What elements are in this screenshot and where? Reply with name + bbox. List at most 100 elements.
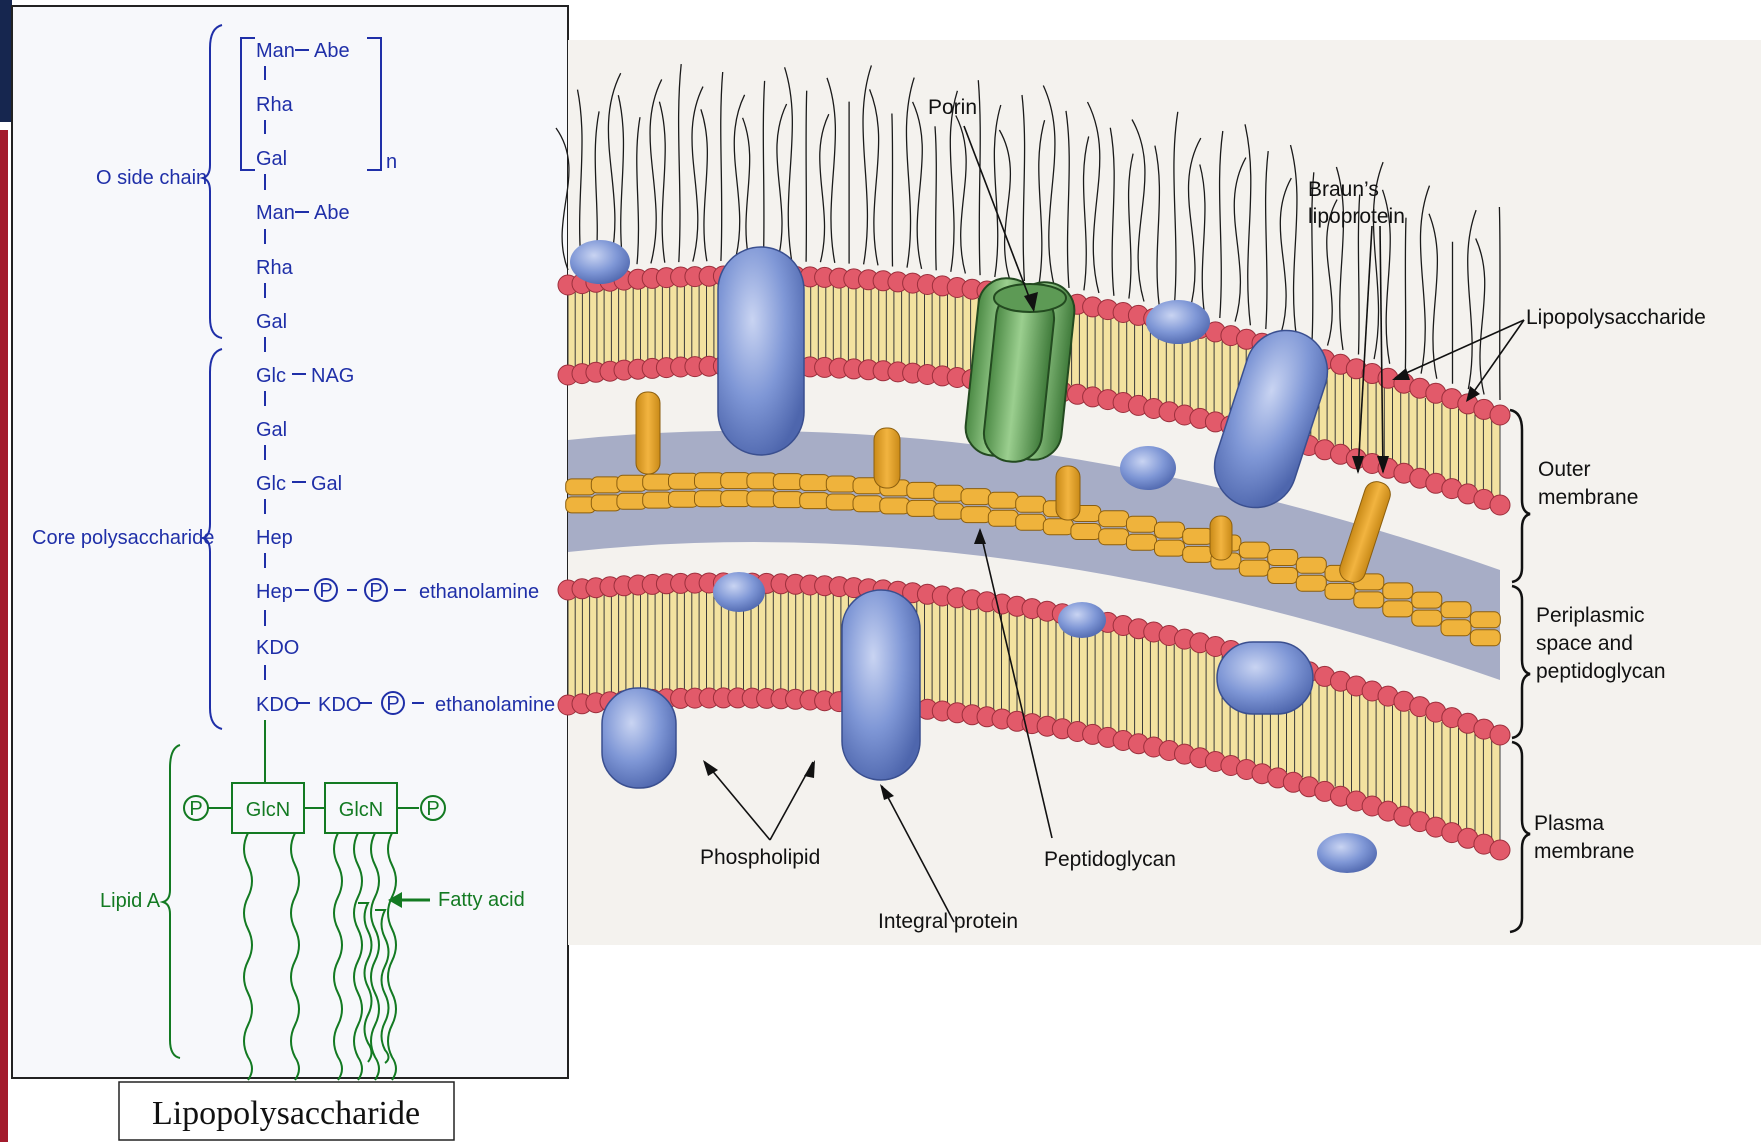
phospholipid-head <box>1490 495 1510 515</box>
label-brauns-line2: lipoprotein <box>1308 205 1405 228</box>
peptidoglycan-unit <box>1412 610 1442 626</box>
label-porin: Porin <box>928 96 977 119</box>
label-plasma-line1: Plasma <box>1534 812 1604 835</box>
peptidoglycan-unit <box>1127 534 1157 550</box>
label-peptidoglycan: Peptidoglycan <box>1044 848 1176 871</box>
peptidoglycan-unit <box>773 492 803 508</box>
core-polysaccharide-label: Core polysaccharide <box>32 527 214 549</box>
label-plasma-line2: membrane <box>1534 840 1634 863</box>
peptidoglycan-unit <box>853 496 883 512</box>
peripheral-protein-4 <box>713 572 765 612</box>
peptidoglycan-unit <box>961 507 991 523</box>
peptidoglycan-unit <box>1383 583 1413 599</box>
peptidoglycan-unit <box>1470 612 1500 628</box>
porin-protein <box>963 275 1077 464</box>
banner-navy-strip <box>0 0 12 122</box>
peptidoglycan-unit <box>721 491 751 507</box>
peptidoglycan-unit <box>826 494 856 510</box>
peptidoglycan-unit <box>907 482 937 498</box>
lps-caption: Lipopolysaccharide <box>152 1095 420 1132</box>
residue-man-1: Man <box>256 40 295 62</box>
o-antigen-strand <box>892 114 893 267</box>
peptidoglycan-unit <box>1127 516 1157 532</box>
peptidoglycan-unit <box>934 485 964 501</box>
peripheral-protein-2 <box>1146 300 1210 344</box>
label-outer-line2: membrane <box>1538 486 1638 509</box>
residue-kdo-2: KDO <box>256 694 299 716</box>
peptidoglycan-unit <box>988 510 1018 526</box>
svg-text:P: P <box>426 798 439 820</box>
label-periplasmic-line1: Periplasmic <box>1536 604 1645 627</box>
phospholipid-head <box>1490 405 1510 425</box>
label-outer-line1: Outer <box>1538 458 1591 481</box>
repeat-subscript: n <box>386 151 397 173</box>
lipid-a-label: Lipid A <box>100 890 161 912</box>
peptidoglycan-unit <box>961 489 991 505</box>
periplasmic-binding-protein <box>1217 642 1313 714</box>
peptidoglycan-unit <box>1239 560 1269 576</box>
peptidoglycan-unit <box>695 473 725 489</box>
peripheral-protein-5 <box>1058 602 1106 638</box>
peptidoglycan-unit <box>721 473 751 489</box>
peptidoglycan-unit <box>1099 529 1129 545</box>
residue-man-2: Man <box>256 202 295 224</box>
residue-gal-3: Gal <box>256 419 287 441</box>
brauns-lipoprotein-1 <box>636 392 660 474</box>
peptidoglycan-unit <box>1099 511 1129 527</box>
residue-rha-2: Rha <box>256 257 294 279</box>
fatty-acid-label: Fatty acid <box>438 889 525 911</box>
residue-hep-2: Hep <box>256 581 293 603</box>
peptidoglycan-unit <box>800 475 830 491</box>
peptidoglycan-unit <box>934 503 964 519</box>
o-antigen-strand <box>1499 207 1500 400</box>
peptidoglycan-unit <box>1239 542 1269 558</box>
residue-gal-2: Gal <box>256 311 287 333</box>
peptidoglycan-unit <box>1470 630 1500 646</box>
residue-abe-2: Abe <box>314 202 350 224</box>
peptidoglycan-unit <box>1155 522 1185 538</box>
peptidoglycan-unit <box>1441 620 1471 636</box>
residue-glc-1: Glc <box>256 365 286 387</box>
outer-membrane-integral-protein <box>718 247 804 455</box>
peptidoglycan-unit <box>1016 496 1046 512</box>
peptidoglycan-unit <box>1441 602 1471 618</box>
o-antigen-strand <box>806 91 807 262</box>
ethanolamine-1: ethanolamine <box>419 581 539 603</box>
svg-text:P: P <box>319 580 332 602</box>
residue-abe-1: Abe <box>314 40 350 62</box>
peptidoglycan-unit <box>1268 568 1298 584</box>
brauns-lipoprotein-3 <box>1056 466 1080 520</box>
peptidoglycan-unit <box>1296 557 1326 573</box>
residue-gal-1: Gal <box>256 148 287 170</box>
peptidoglycan-unit <box>1268 550 1298 566</box>
residue-glc-2: Glc <box>256 473 286 495</box>
residue-kdo-3: KDO <box>318 694 361 716</box>
peptidoglycan-unit <box>880 498 910 514</box>
svg-text:P: P <box>189 798 202 820</box>
peptidoglycan-unit <box>1354 592 1384 608</box>
brauns-lipoprotein-2 <box>874 428 900 488</box>
lps-structure-panel: O side chain Core polysaccharide Lipid A… <box>12 6 568 1080</box>
peptidoglycan-unit <box>1383 601 1413 617</box>
brauns-lipoprotein-4 <box>1210 516 1232 560</box>
svg-text:P: P <box>369 580 382 602</box>
peripheral-protein-6 <box>1317 833 1377 873</box>
peptidoglycan-unit <box>907 500 937 516</box>
label-phospholipid: Phospholipid <box>700 846 820 869</box>
glcn-label-2: GlcN <box>339 799 383 821</box>
glcn-label-1: GlcN <box>246 799 290 821</box>
residue-rha-1: Rha <box>256 94 294 116</box>
peptidoglycan-unit <box>747 491 777 507</box>
peripheral-protein-1 <box>570 240 630 284</box>
label-integral-protein: Integral protein <box>878 910 1018 933</box>
peptidoglycan-unit <box>988 492 1018 508</box>
peptidoglycan-unit <box>1071 524 1101 540</box>
peripheral-protein-3 <box>1120 446 1176 490</box>
peptidoglycan-unit <box>826 476 856 492</box>
residue-kdo-1: KDO <box>256 637 299 659</box>
ethanolamine-2: ethanolamine <box>435 694 555 716</box>
label-periplasmic-line2: space and <box>1536 632 1633 655</box>
peptidoglycan-unit <box>1016 514 1046 530</box>
plasma-membrane-integral-protein <box>842 590 920 780</box>
